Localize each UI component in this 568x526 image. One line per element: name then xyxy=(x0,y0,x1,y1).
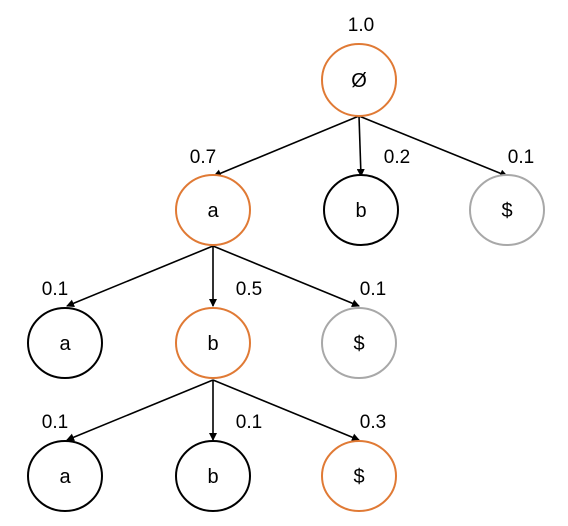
edges-level1-a xyxy=(66,245,360,308)
node-l2-end-circle xyxy=(321,307,397,379)
node-l3-end-label: $ xyxy=(353,466,364,488)
node-root-circle xyxy=(321,43,397,117)
node-l1-b-circle xyxy=(323,174,399,246)
node-l1-b: b 0.2 xyxy=(323,147,410,246)
node-l2-b: b 0.5 xyxy=(175,279,262,379)
node-l1-a: a 0.7 xyxy=(175,147,251,246)
edge-a-a xyxy=(66,245,214,308)
node-root: Ø 1.0 xyxy=(321,15,397,117)
node-l2-end: $ 0.1 xyxy=(321,279,397,379)
edge-root-b xyxy=(356,115,365,177)
edge-root-a xyxy=(213,115,360,178)
node-l1-b-label: b xyxy=(355,200,366,222)
node-l2-a: a 0.1 xyxy=(27,279,103,379)
node-l3-b-label: b xyxy=(207,466,218,488)
node-l1-a-prob: 0.7 xyxy=(190,147,216,168)
node-l3-end-prob: 0.3 xyxy=(360,412,386,433)
node-l3-b-prob: 0.1 xyxy=(236,412,262,433)
node-l1-end-prob: 0.1 xyxy=(508,147,534,168)
node-l3-a-label: a xyxy=(59,466,71,488)
node-l2-b-label: b xyxy=(207,333,218,355)
edge-b-a xyxy=(66,379,214,442)
edge-root-end xyxy=(358,115,508,178)
node-l3-b: b 0.1 xyxy=(175,412,262,512)
node-l3-end-circle xyxy=(321,440,397,512)
edges-root xyxy=(213,115,508,178)
node-l3-a: a 0.1 xyxy=(27,412,103,512)
node-l2-b-prob: 0.5 xyxy=(236,279,262,300)
node-l3-a-prob: 0.1 xyxy=(42,412,68,433)
node-l2-end-prob: 0.1 xyxy=(360,279,386,300)
node-l1-a-label: a xyxy=(207,200,219,222)
node-l3-b-circle xyxy=(175,440,251,512)
node-l1-end-circle xyxy=(469,174,545,246)
node-l3-a-circle xyxy=(27,440,103,512)
node-root-label: Ø xyxy=(351,70,367,92)
node-l2-a-circle xyxy=(27,307,103,379)
node-l1-b-prob: 0.2 xyxy=(384,147,410,168)
edge-b-end xyxy=(212,379,360,442)
node-l2-a-label: a xyxy=(59,333,71,355)
node-root-prob: 1.0 xyxy=(348,15,374,36)
edge-a-end xyxy=(212,245,360,308)
node-l1-a-circle xyxy=(175,174,251,246)
node-l2-end-label: $ xyxy=(353,333,364,355)
node-l1-end-label: $ xyxy=(501,200,512,222)
node-l3-end: $ 0.3 xyxy=(321,412,397,512)
node-l1-end: $ 0.1 xyxy=(469,147,545,246)
node-l2-a-prob: 0.1 xyxy=(42,279,68,300)
node-l2-b-circle xyxy=(175,307,251,379)
edges-level2-b xyxy=(66,379,360,442)
